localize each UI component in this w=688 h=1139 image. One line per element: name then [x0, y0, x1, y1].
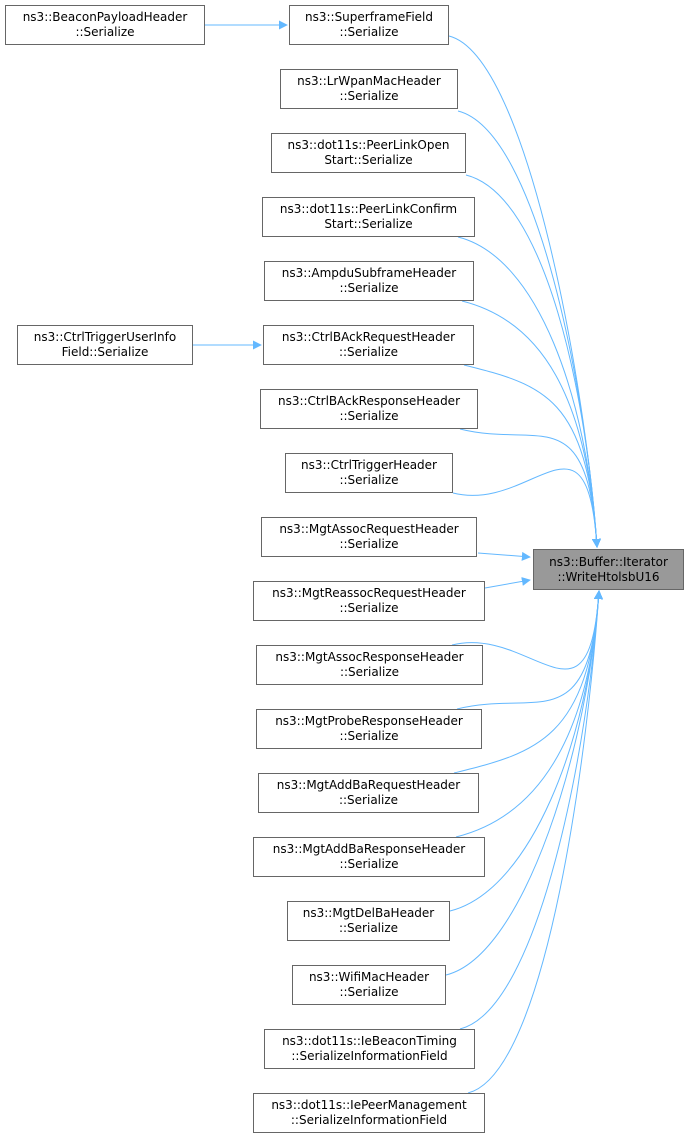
call-edge	[484, 576, 531, 589]
caller-line2: ::Serialize	[339, 25, 399, 39]
call-edge	[463, 364, 601, 548]
caller-line2: ::Serialize	[339, 985, 399, 999]
caller-node[interactable]: ns3::MgtProbeResponseHeader ::Serialize	[256, 709, 482, 749]
caller-line2: ::Serialize	[339, 89, 399, 103]
caller-node[interactable]: ns3::MgtAddBaRequestHeader ::Serialize	[258, 773, 479, 813]
caller-node[interactable]: ns3::dot11s::IeBeaconTiming ::SerializeI…	[264, 1029, 475, 1069]
caller-line2: ::Serialize	[338, 345, 399, 359]
caller-line1: ns3::MgtDelBaHeader	[302, 906, 435, 920]
call-edge	[457, 236, 601, 548]
caller-line1: ns3::LrWpanMacHeader	[297, 74, 441, 88]
call-edge	[452, 468, 601, 548]
call-edge	[457, 110, 601, 548]
caller-line2: ::Serialize	[339, 601, 399, 615]
call-edge	[459, 590, 603, 1030]
caller-node[interactable]: ns3::MgtDelBaHeader ::Serialize	[287, 901, 450, 941]
caller-line2: ::Serialize	[339, 857, 399, 871]
call-edge	[461, 300, 601, 548]
caller-line1: ns3::MgtAddBaRequestHeader	[276, 778, 461, 792]
target-line2: ::WriteHtolsbU16	[557, 569, 660, 584]
caller-node[interactable]: ns3::MgtAssocResponseHeader ::Serialize	[256, 645, 483, 685]
caller-line1: ns3::CtrlBAckRequestHeader	[281, 330, 456, 344]
caller-node[interactable]: ns3::CtrlBAckRequestHeader ::Serialize	[263, 325, 474, 365]
call-edge	[451, 590, 603, 670]
caller-line2: ::Serialize	[339, 729, 399, 743]
caller-line2: ::Serialize	[339, 409, 399, 423]
caller-line2: ::Serialize	[339, 473, 399, 487]
caller-line2: ::Serialize	[339, 537, 399, 551]
call-edge	[459, 428, 601, 548]
caller-line1: ns3::SuperframeField	[304, 10, 433, 24]
caller-node[interactable]: ns3::dot11s::PeerLinkOpen Start::Seriali…	[271, 133, 466, 173]
caller-line2: ::Serialize	[338, 793, 399, 807]
caller-node[interactable]: ns3::LrWpanMacHeader ::Serialize	[280, 69, 458, 109]
second-level-line1: ns3::CtrlTriggerUserInfo	[33, 330, 177, 344]
caller-line2: Start::Serialize	[324, 153, 413, 167]
caller-line1: ns3::dot11s::IePeerManagement	[271, 1098, 467, 1112]
caller-node[interactable]: ns3::MgtAssocRequestHeader ::Serialize	[261, 517, 477, 557]
call-edge	[465, 174, 601, 548]
caller-line1: ns3::dot11s::IeBeaconTiming	[282, 1034, 457, 1048]
caller-line2: ::SerializeInformationField	[290, 1113, 448, 1127]
caller-line1: ns3::MgtProbeResponseHeader	[275, 714, 463, 728]
caller-line1: ns3::CtrlTriggerHeader	[300, 458, 437, 472]
second-level-line2: ::Serialize	[75, 25, 135, 39]
caller-node[interactable]: ns3::CtrlTriggerHeader ::Serialize	[285, 453, 453, 493]
caller-line1: ns3::CtrlBAckResponseHeader	[277, 394, 461, 408]
second-level-line2: Field::Serialize	[61, 345, 149, 359]
caller-node[interactable]: ns3::MgtAddBaResponseHeader ::Serialize	[253, 837, 485, 877]
caller-node[interactable]: ns3::dot11s::PeerLinkConfirm Start::Seri…	[262, 197, 475, 237]
call-edge	[453, 590, 603, 774]
caller-node[interactable]: ns3::WifiMacHeader ::Serialize	[292, 965, 446, 1005]
caller-line1: ns3::WifiMacHeader	[308, 970, 430, 984]
caller-line2: ::Serialize	[339, 281, 399, 295]
caller-line1: ns3::MgtAddBaResponseHeader	[272, 842, 466, 856]
second-level-node[interactable]: ns3::CtrlTriggerUserInfo Field::Serializ…	[17, 325, 193, 365]
caller-line2: ::Serialize	[338, 921, 399, 935]
caller-node[interactable]: ns3::SuperframeField ::Serialize	[289, 5, 449, 45]
call-edge	[467, 590, 603, 1094]
call-edge	[445, 590, 603, 976]
caller-node[interactable]: ns3::AmpduSubframeHeader ::Serialize	[264, 261, 474, 301]
caller-line1: ns3::MgtReassocRequestHeader	[272, 586, 466, 600]
caller-line1: ns3::dot11s::PeerLinkOpen	[287, 138, 450, 152]
caller-node[interactable]: ns3::CtrlBAckResponseHeader ::Serialize	[260, 389, 478, 429]
call-edge	[456, 590, 603, 710]
target-node: ns3::Buffer::Iterator ::WriteHtolsbU16	[533, 549, 684, 590]
caller-line1: ns3::dot11s::PeerLinkConfirm	[279, 202, 458, 216]
caller-line2: ::Serialize	[339, 665, 400, 679]
caller-node[interactable]: ns3::MgtReassocRequestHeader ::Serialize	[253, 581, 485, 621]
target-line1: ns3::Buffer::Iterator	[549, 554, 668, 569]
caller-line1: ns3::MgtAssocResponseHeader	[275, 650, 464, 664]
caller-line1: ns3::MgtAssocRequestHeader	[279, 522, 459, 536]
second-level-node[interactable]: ns3::BeaconPayloadHeader ::Serialize	[5, 5, 205, 45]
caller-line2: ::SerializeInformationField	[291, 1049, 448, 1063]
caller-node[interactable]: ns3::dot11s::IePeerManagement ::Serializ…	[253, 1093, 485, 1133]
second-level-line1: ns3::BeaconPayloadHeader	[22, 10, 188, 24]
call-edge	[477, 551, 531, 561]
caller-line2: Start::Serialize	[324, 217, 413, 231]
caller-line1: ns3::AmpduSubframeHeader	[281, 266, 457, 280]
edges	[193, 20, 603, 1094]
